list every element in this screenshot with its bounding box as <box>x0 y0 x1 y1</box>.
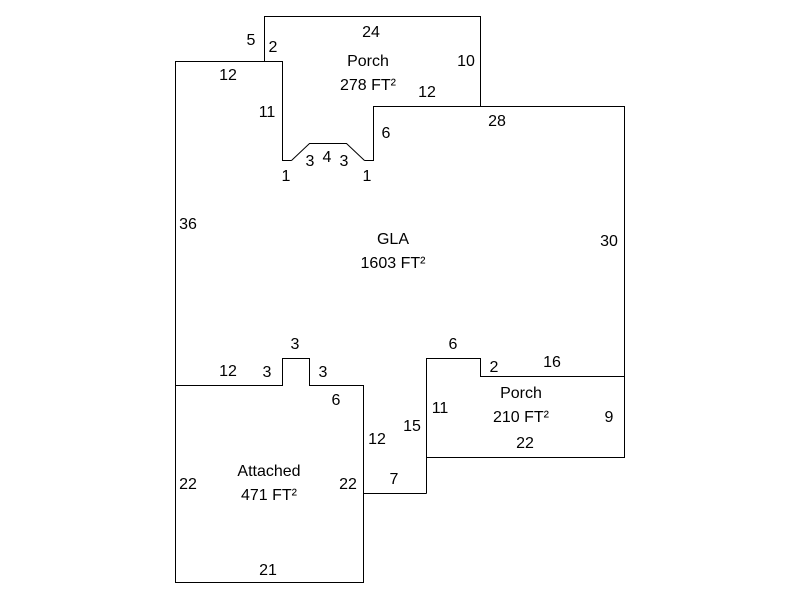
dimension-label: 11 <box>432 400 449 417</box>
dimension-label: 22 <box>516 435 534 452</box>
dimension-label: 36 <box>179 216 197 233</box>
gla-name: GLA <box>377 231 409 248</box>
dimension-label: 30 <box>600 233 618 250</box>
garage-size: 471 FT² <box>241 487 298 504</box>
dimension-label: 5 <box>247 32 256 49</box>
dimension-label: 3 <box>319 364 328 381</box>
dimension-label: 6 <box>449 336 458 353</box>
dimension-label: 21 <box>259 562 277 579</box>
garage-outline <box>175 358 427 494</box>
porch-top-outline <box>264 16 481 107</box>
garage-name: Attached <box>237 463 300 480</box>
dimension-label: 11 <box>259 104 276 121</box>
gla-size: 1603 FT² <box>361 255 427 272</box>
dimension-label: 22 <box>339 476 357 493</box>
dimension-label: 2 <box>490 359 499 376</box>
garage-outline-lower <box>175 385 364 583</box>
dimension-label: 1 <box>282 168 291 185</box>
dimension-label: 16 <box>543 354 561 371</box>
dimension-label: 3 <box>306 153 315 170</box>
dimension-label: 3 <box>291 336 300 353</box>
dimension-label: 2 <box>269 39 278 56</box>
porch-top-size: 278 FT² <box>340 77 397 94</box>
dimension-label: 3 <box>340 153 349 170</box>
gla-bay-outline <box>291 143 365 161</box>
dimension-label: 3 <box>263 364 272 381</box>
dimension-label: 28 <box>488 113 506 130</box>
dimension-label: 12 <box>219 363 237 380</box>
porch-right-name: Porch <box>500 385 542 402</box>
porch-right-size: 210 FT² <box>493 409 550 426</box>
porch-top-name: Porch <box>347 53 389 70</box>
dimension-label: 4 <box>323 149 332 166</box>
dimension-label: 12 <box>418 84 436 101</box>
dimension-label: 10 <box>457 53 475 70</box>
gla-outline-right <box>364 106 625 458</box>
dimension-label: 6 <box>332 392 341 409</box>
dimension-label: 22 <box>179 476 197 493</box>
dimension-label: 9 <box>605 409 614 426</box>
dimension-label: 12 <box>368 431 386 448</box>
dimension-label: 7 <box>390 471 399 488</box>
gla-outline-left-top <box>175 61 292 386</box>
dimension-label: 15 <box>403 418 421 435</box>
dimension-label: 1 <box>363 168 372 185</box>
dimension-label: 24 <box>362 24 380 41</box>
porch-right-outline <box>426 358 625 494</box>
dimension-label: 6 <box>382 125 391 142</box>
dimension-label: 12 <box>219 67 237 84</box>
